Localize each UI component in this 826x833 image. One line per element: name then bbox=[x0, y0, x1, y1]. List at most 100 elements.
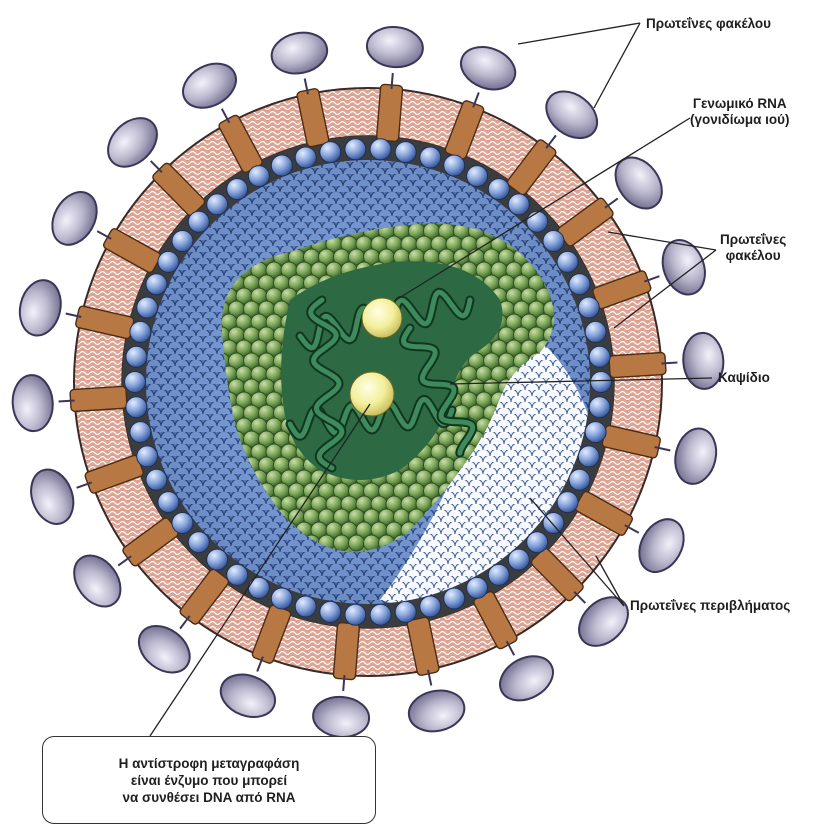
matrix-protein-bead bbox=[188, 532, 209, 553]
envelope-protein-spike bbox=[312, 695, 371, 739]
matrix-protein-bead bbox=[508, 194, 529, 215]
envelope-protein-spike bbox=[175, 55, 243, 117]
matrix-protein-bead bbox=[557, 251, 578, 272]
matrix-protein-bead bbox=[591, 372, 612, 393]
envelope-protein-spike bbox=[11, 374, 54, 432]
envelope-protein-stalk bbox=[70, 386, 127, 411]
envelope-protein-spike bbox=[130, 616, 199, 682]
matrix-protein-bead bbox=[370, 139, 391, 160]
capsid-protein-unit bbox=[334, 535, 350, 551]
matrix-protein-bead bbox=[320, 142, 341, 163]
envelope-protein-stalk bbox=[333, 622, 359, 680]
envelope-protein-stalk bbox=[376, 84, 402, 142]
envelope-protein-spike bbox=[492, 647, 560, 709]
matrix-protein-bead bbox=[569, 274, 590, 295]
matrix-protein-bead bbox=[569, 469, 590, 490]
spike-tether bbox=[151, 161, 162, 172]
envelope-protein-spike bbox=[65, 547, 130, 616]
label-coat-proteins: Πρωτεΐνες περιβλήματος bbox=[630, 598, 790, 614]
capsid-protein-unit bbox=[349, 535, 365, 551]
matrix-protein-bead bbox=[543, 231, 564, 252]
matrix-protein-bead bbox=[271, 155, 292, 176]
spike-tether bbox=[574, 592, 585, 603]
leader-envelope-top-1 bbox=[518, 23, 640, 44]
label-envelope-proteins-mid-line1: Πρωτεΐνες bbox=[720, 232, 786, 248]
label-envelope-proteins-mid-line2: φακέλου bbox=[720, 248, 786, 264]
callout-line-3: να συνθέσει DNA από RNA bbox=[122, 789, 295, 806]
envelope-protein-spike bbox=[268, 28, 331, 79]
leader-envelope-top-2 bbox=[594, 23, 640, 108]
matrix-protein-bead bbox=[467, 577, 488, 598]
matrix-protein-bead bbox=[395, 142, 416, 163]
matrix-protein-bead bbox=[227, 564, 248, 585]
matrix-protein-bead bbox=[126, 346, 147, 367]
matrix-protein-bead bbox=[207, 194, 228, 215]
matrix-protein-bead bbox=[126, 397, 147, 418]
matrix-protein-bead bbox=[589, 346, 610, 367]
label-genomic-rna-line2: (γονιδίωμα ιού) bbox=[690, 112, 790, 128]
matrix-protein-bead bbox=[130, 321, 151, 342]
matrix-protein-bead bbox=[578, 297, 599, 318]
envelope-protein-spike bbox=[455, 40, 522, 97]
matrix-protein-bead bbox=[172, 513, 193, 534]
reverse-transcriptase-callout: Η αντίστροφη μεταγραφάση είναι ένζυμο πο… bbox=[42, 736, 376, 824]
envelope-protein-spike bbox=[24, 464, 81, 530]
spike-tether bbox=[59, 401, 75, 402]
matrix-protein-bead bbox=[420, 147, 441, 168]
matrix-protein-bead bbox=[207, 549, 228, 570]
matrix-protein-bead bbox=[137, 446, 158, 467]
spike-tether bbox=[661, 363, 677, 364]
matrix-protein-bead bbox=[370, 604, 391, 625]
matrix-protein-bead bbox=[320, 601, 341, 622]
spike-tether bbox=[392, 73, 393, 89]
matrix-protein-bead bbox=[527, 532, 548, 553]
matrix-protein-bead bbox=[444, 155, 465, 176]
matrix-protein-bead bbox=[578, 446, 599, 467]
matrix-protein-bead bbox=[146, 274, 167, 295]
envelope-protein-spike bbox=[43, 184, 105, 252]
envelope-protein-spike bbox=[537, 82, 606, 148]
matrix-protein-bead bbox=[137, 297, 158, 318]
matrix-protein-bead bbox=[125, 372, 146, 393]
label-capsid: Καψίδιο bbox=[718, 370, 770, 386]
envelope-protein-spike bbox=[15, 276, 66, 339]
matrix-protein-bead bbox=[248, 577, 269, 598]
label-envelope-proteins-mid: Πρωτεΐνες φακέλου bbox=[720, 232, 786, 264]
matrix-protein-bead bbox=[488, 179, 509, 200]
matrix-protein-bead bbox=[158, 492, 179, 513]
envelope-protein-spike bbox=[365, 25, 424, 69]
matrix-protein-bead bbox=[444, 588, 465, 609]
matrix-protein-bead bbox=[295, 147, 316, 168]
matrix-protein-bead bbox=[227, 179, 248, 200]
matrix-protein-bead bbox=[345, 604, 366, 625]
matrix-protein-bead bbox=[188, 211, 209, 232]
matrix-protein-bead bbox=[527, 211, 548, 232]
label-genomic-rna-line1: Γενωμικό RNA bbox=[690, 96, 790, 112]
envelope-protein-stalk bbox=[609, 352, 666, 377]
enzyme-upper bbox=[362, 298, 402, 338]
label-genomic-rna: Γενωμικό RNA (γονιδίωμα ιού) bbox=[690, 96, 790, 128]
matrix-protein-bead bbox=[585, 422, 606, 443]
matrix-protein-bead bbox=[271, 588, 292, 609]
matrix-protein-bead bbox=[395, 601, 416, 622]
matrix-protein-bead bbox=[146, 469, 167, 490]
matrix-protein-bead bbox=[488, 564, 509, 585]
matrix-protein-bead bbox=[589, 397, 610, 418]
matrix-protein-bead bbox=[130, 422, 151, 443]
matrix-protein-bead bbox=[248, 166, 269, 187]
matrix-protein-bead bbox=[172, 231, 193, 252]
callout-line-1: Η αντίστροφη μεταγραφάση bbox=[119, 755, 300, 772]
envelope-protein-spike bbox=[215, 667, 282, 724]
label-envelope-proteins-top: Πρωτεΐνες φακέλου bbox=[646, 16, 771, 32]
callout-line-2: είναι ένζυμο που μπορεί bbox=[131, 772, 287, 789]
reverse-transcriptase-enzyme bbox=[350, 372, 394, 416]
matrix-protein-bead bbox=[158, 251, 179, 272]
matrix-protein-bead bbox=[345, 139, 366, 160]
envelope-protein-spike bbox=[405, 686, 468, 737]
envelope-protein-spike bbox=[606, 149, 671, 218]
matrix-protein-bead bbox=[557, 492, 578, 513]
envelope-protein-spike bbox=[670, 424, 721, 487]
matrix-protein-bead bbox=[585, 321, 606, 342]
matrix-protein-bead bbox=[508, 549, 529, 570]
